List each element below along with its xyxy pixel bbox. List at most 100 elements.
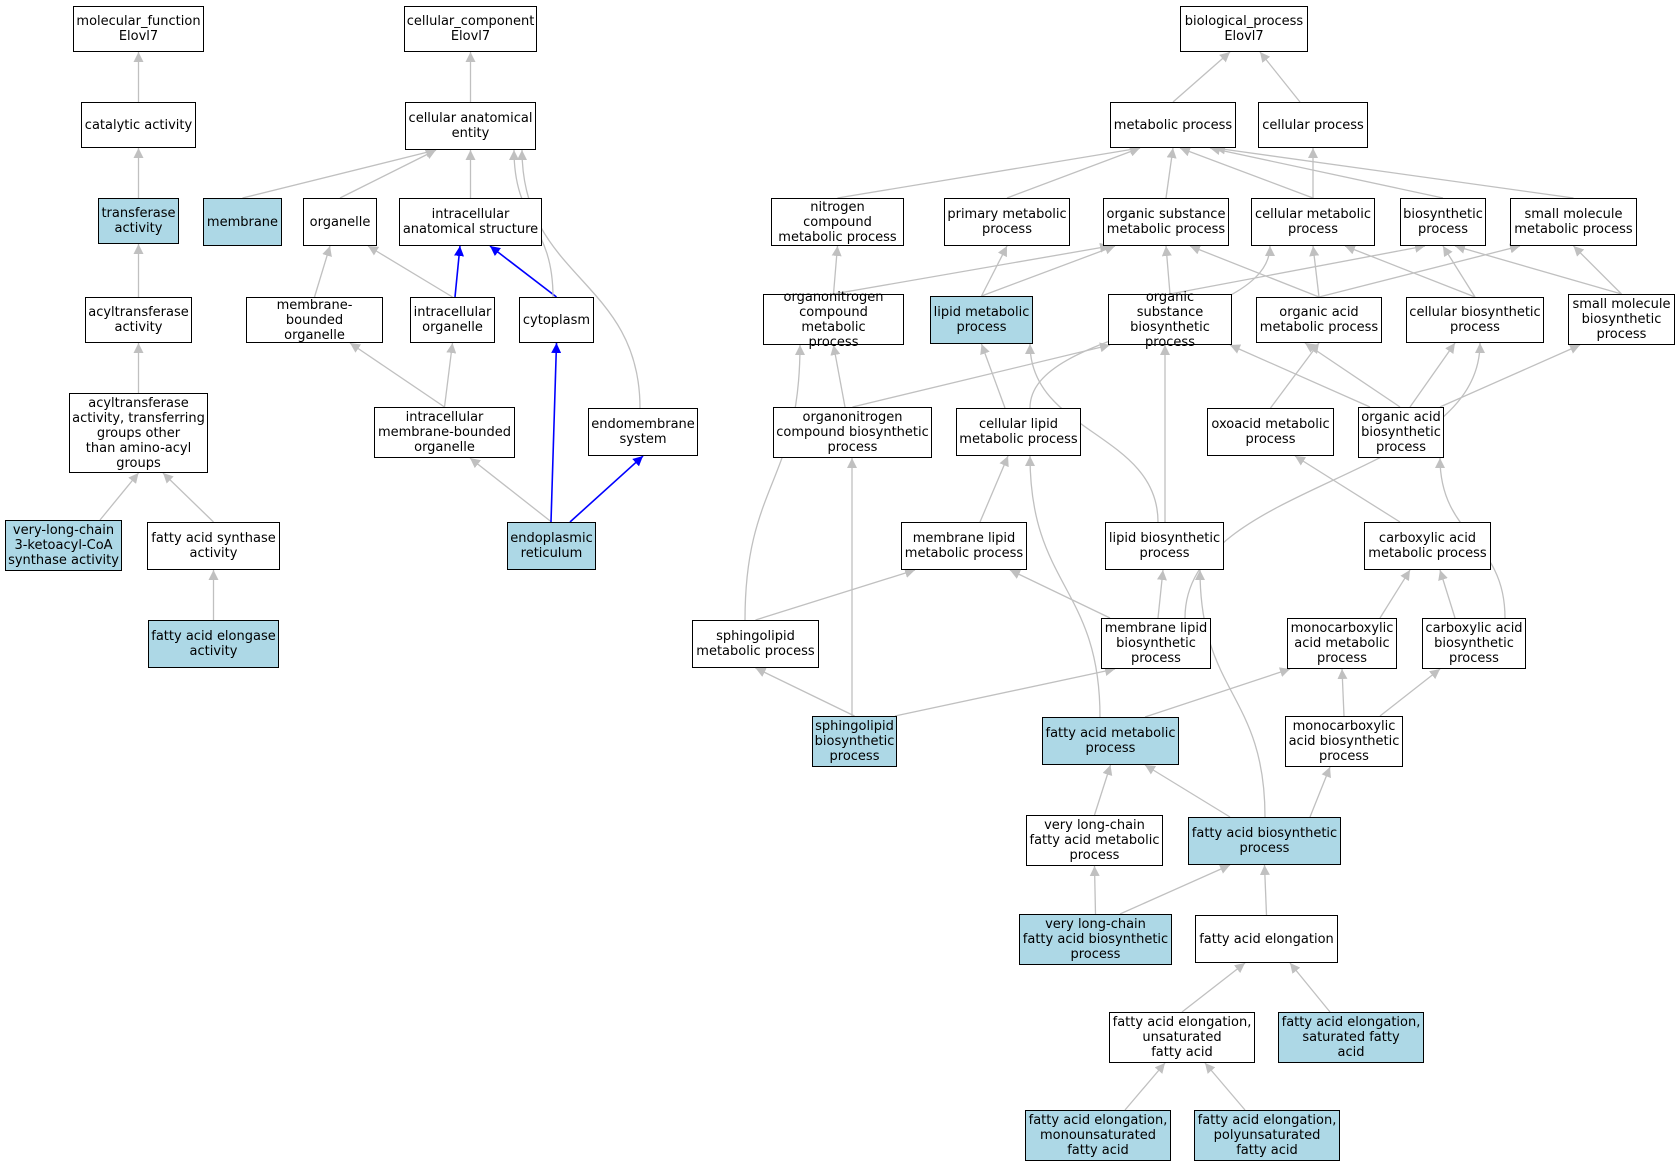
edge-oamp-to-smmp xyxy=(1318,243,1521,298)
node-carboxylic-acid-biosynthetic-process: carboxylic acid biosynthetic process xyxy=(1422,618,1526,669)
node-fatty-acid-elongation: fatty acid elongation xyxy=(1195,915,1338,963)
edge-fas-to-acylother xyxy=(162,472,214,523)
edge-vlcfabp-to-fabp xyxy=(1119,864,1231,915)
edge-io-to-organelle xyxy=(367,245,453,298)
node-carboxylic-acid-metabolic-process: carboxylic acid metabolic process xyxy=(1364,522,1491,570)
edge-mlbp-to-mlmp xyxy=(1009,569,1111,619)
node-organonitrogen-compound-biosynthetic-process: organonitrogen compound biosynthetic pro… xyxy=(773,407,932,458)
node-organonitrogen-compound-metabolic-process: organonitrogen compound metabolic proces… xyxy=(763,290,904,350)
edge-mcabp-to-mcamp xyxy=(1337,668,1348,717)
node-sphingolipid-metabolic-process: sphingolipid metabolic process xyxy=(692,620,819,668)
node-small-molecule-biosynthetic-process: small molecule biosynthetic process xyxy=(1568,294,1675,345)
edge-mlbp-to-lbp xyxy=(1156,569,1167,619)
edge-famp-to-mcamp xyxy=(1144,667,1291,718)
node-cellular-anatomical-entity: cellular anatomical entity xyxy=(405,102,536,150)
edge-ncmp-to-metab xyxy=(837,144,1141,199)
node-organic-acid-metabolic-process: organic acid metabolic process xyxy=(1256,297,1382,343)
edge-oncmp-to-osmp xyxy=(833,242,1111,295)
node-membrane-lipid-metabolic-process: membrane lipid metabolic process xyxy=(901,522,1027,570)
edge-vlcfabp-to-vlcfamp xyxy=(1089,865,1100,915)
node-molecular-function: molecular_function Elovl7 xyxy=(73,6,204,52)
node-very-long-chain-fatty-acid-biosynthetic-process: very long-chain fatty acid biosynthetic … xyxy=(1019,914,1172,965)
node-lipid-biosynthetic-process: lipid biosynthetic process xyxy=(1105,522,1224,570)
edge-cellproc-to-bp xyxy=(1259,51,1301,103)
edge-oabp-to-osbp xyxy=(1229,344,1371,408)
edge-oncbp-to-oncmp xyxy=(830,344,846,408)
node-cellular-lipid-metabolic-process: cellular lipid metabolic process xyxy=(956,408,1081,456)
edge-smbp-to-smmp xyxy=(1573,245,1622,295)
edge-fabp-to-lbp xyxy=(1195,569,1266,818)
edge-imbo-to-io xyxy=(443,342,457,408)
node-fatty-acid-elongation-polyunsaturated: fatty acid elongation, polyunsaturated f… xyxy=(1194,1110,1340,1161)
edge-cbp-to-cmp xyxy=(1344,244,1476,298)
node-nitrogen-compound-metabolic-process: nitrogen compound metabolic process xyxy=(771,198,904,246)
node-oxoacid-metabolic-process: oxoacid metabolic process xyxy=(1207,408,1334,456)
edge-io-to-ias xyxy=(454,245,465,298)
edge-cabp-to-camp xyxy=(1438,569,1456,619)
edge-smmp-to-metab xyxy=(1214,144,1574,199)
edge-faepoly-to-faeuns xyxy=(1204,1062,1246,1111)
edge-er-to-imbo xyxy=(469,457,552,523)
node-fatty-acid-synthase-activity: fatty acid synthase activity xyxy=(147,522,280,570)
edge-oamp-to-osmp xyxy=(1189,245,1320,298)
node-intracellular-organelle: intracellular organelle xyxy=(410,297,495,343)
edge-faemono-to-faeuns xyxy=(1124,1062,1166,1111)
edge-mbo-to-organelle xyxy=(313,245,332,298)
edge-fabp-to-famp xyxy=(1144,764,1231,818)
node-organic-acid-biosynthetic-process: organic acid biosynthetic process xyxy=(1358,407,1444,458)
node-fatty-acid-elongation-monounsaturated: fatty acid elongation, monounsaturated f… xyxy=(1025,1110,1171,1161)
node-membrane-lipid-biosynthetic-process: membrane lipid biosynthetic process xyxy=(1101,618,1211,669)
node-cellular-metabolic-process: cellular metabolic process xyxy=(1251,198,1375,246)
node-intracellular-anatomical-structure: intracellular anatomical structure xyxy=(399,198,542,246)
node-biosynthetic-process: biosynthetic process xyxy=(1400,198,1486,246)
edge-camp-to-oxomp xyxy=(1294,455,1401,523)
node-fatty-acid-metabolic-process: fatty acid metabolic process xyxy=(1042,717,1179,765)
node-sphingolipid-biosynthetic-process: sphingolipid biosynthetic process xyxy=(812,716,897,767)
edge-fael-to-fabp xyxy=(1259,864,1270,916)
edge-oxomp-to-oamp xyxy=(1269,342,1320,409)
edge-famp-to-clmp xyxy=(1025,455,1101,718)
node-primary-metabolic-process: primary metabolic process xyxy=(944,198,1070,246)
edge-sphmp-to-oncmp xyxy=(744,344,805,621)
edge-mcabp-to-cabp xyxy=(1379,668,1441,717)
edge-pmp-to-metab xyxy=(1006,146,1141,199)
node-endomembrane-system: endomembrane system xyxy=(588,408,698,456)
edge-lbp-to-lmp xyxy=(1025,343,1159,523)
node-monocarboxylic-acid-metabolic-process: monocarboxylic acid metabolic process xyxy=(1287,618,1397,669)
node-intracellular-membrane-bounded-organelle: intracellular membrane-bounded organelle xyxy=(374,407,515,458)
edge-mcamp-to-camp xyxy=(1379,569,1411,619)
node-fatty-acid-elongase-activity: fatty acid elongase activity xyxy=(148,620,279,668)
edge-oamp-to-cmp xyxy=(1309,245,1320,298)
edge-oncbp-to-osbp xyxy=(852,342,1111,408)
edge-osmp-to-metab xyxy=(1165,147,1177,199)
edge-clmp-to-lmp xyxy=(980,343,1006,409)
edge-vlcfamp-to-famp xyxy=(1093,764,1113,816)
edge-mlmp-to-clmp xyxy=(979,455,1009,523)
edge-oabp-to-cbp xyxy=(1409,342,1456,408)
node-organelle: organelle xyxy=(303,198,377,246)
edge-imbo-to-mbo xyxy=(349,342,445,408)
edge-organelle-to-cae xyxy=(339,149,437,199)
node-acyltransferase-activity: acyltransferase activity xyxy=(85,297,192,343)
node-organic-substance-biosynthetic-process: organic substance biosynthetic process xyxy=(1108,290,1232,350)
node-membrane-bounded-organelle: membrane-bounded organelle xyxy=(246,297,383,343)
edge-fabp-to-mcabp xyxy=(1309,766,1331,818)
node-endoplasmic-reticulum: endoplasmic reticulum xyxy=(507,522,596,570)
node-membrane: membrane xyxy=(203,198,282,246)
edge-cmp-to-metab xyxy=(1179,146,1314,199)
edge-oabp-to-oamp xyxy=(1304,342,1401,408)
node-cellular-process: cellular process xyxy=(1258,102,1368,148)
edge-faeuns-to-fael xyxy=(1181,962,1246,1013)
edge-sphbp-to-sphmp xyxy=(755,667,855,717)
node-vlc-3-ketoacyl-coa-synthase: very-long-chain 3-ketoacyl-CoA synthase … xyxy=(5,520,122,571)
edge-membrane-to-cae xyxy=(242,147,437,199)
edge-oncmp-to-ncmp xyxy=(831,245,842,295)
node-lipid-metabolic-process: lipid metabolic process xyxy=(930,296,1033,344)
edge-cyto-to-ias xyxy=(489,245,557,298)
edge-sphmp-to-mlmp xyxy=(755,568,916,621)
node-transferase-activity: transferase activity xyxy=(98,198,179,244)
edge-cbp-to-biosyn xyxy=(1442,245,1476,298)
node-catalytic-activity: catalytic activity xyxy=(81,102,196,148)
edge-faesat-to-fael xyxy=(1289,962,1331,1013)
edge-vlc3k-to-acylother xyxy=(99,472,140,521)
